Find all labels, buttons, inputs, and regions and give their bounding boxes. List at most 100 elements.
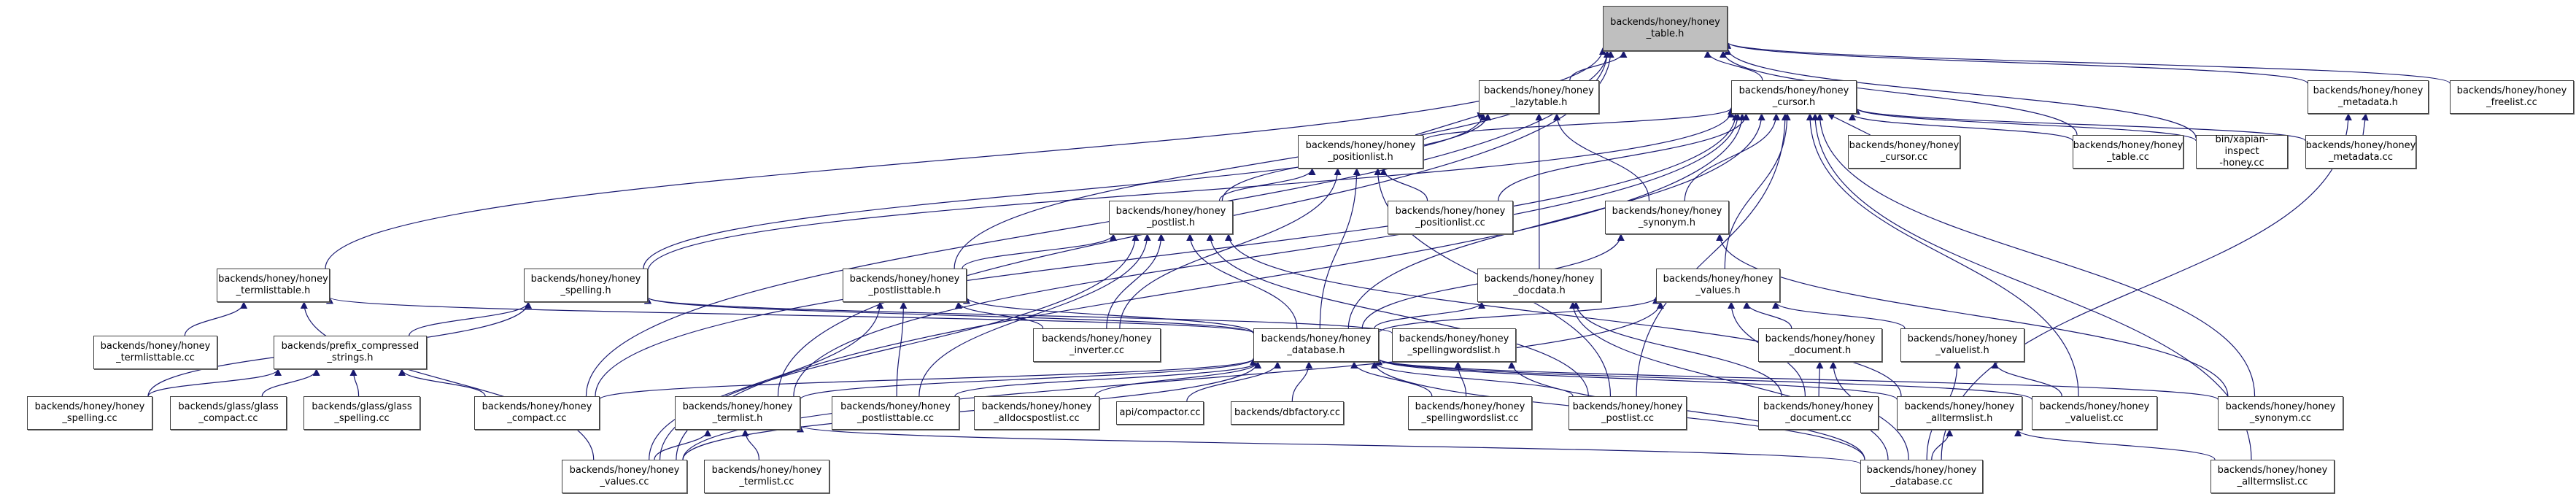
edge-postlisttable-cc-to-postlisttable-h [896, 301, 908, 397]
node-metadata-cc[interactable]: backends/honey/honey _metadata.cc [2305, 135, 2416, 169]
edge-positionlist-cc-to-positionlist-h [1380, 168, 1428, 201]
node-inverter-cc[interactable]: backends/honey/honey _inverter.cc [1033, 328, 1161, 362]
edge-document-h-to-values-h [1743, 301, 1792, 329]
edge-dbfactory-cc-to-database-h [1291, 361, 1313, 402]
edge-spelling-h-to-cursor-h [647, 110, 1735, 272]
edge-database-cc-to-alltermslist-h [1931, 429, 1954, 460]
node-alltermslist-cc[interactable]: backends/honey/honey _alltermslist.cc [2211, 460, 2335, 493]
edge-database-h-to-termlisttable-h [326, 296, 1254, 334]
edge-synonym-cc-to-database-h [1375, 358, 2219, 400]
edge-postlist-cc-to-postlist-h [1206, 234, 1589, 397]
edge-postlist-h-to-positionlist-h [1218, 168, 1316, 201]
edge-compact-cc-to-prefix-compressed [398, 368, 486, 397]
node-document-cc[interactable]: backends/honey/honey _document.cc [1758, 396, 1879, 430]
node-spelling-cc[interactable]: backends/honey/honey _spelling.cc [27, 396, 152, 430]
edge-metadata-h-to-table-h [1724, 41, 2308, 84]
edge-table-cc-to-table-h [1720, 50, 2078, 136]
edge-cursor-cc-to-cursor-h [1827, 113, 1871, 136]
node-positionlist-cc[interactable]: backends/honey/honey _positionlist.cc [1388, 201, 1513, 234]
edge-synonym-cc-to-synonym-h [1716, 234, 2229, 397]
edge-alltermslist-cc-to-cursor-h [1811, 113, 2252, 460]
edge-valuelist-cc-to-cursor-h [1806, 113, 2079, 397]
edge-postlist-cc-to-database-h [1371, 361, 1574, 397]
edge-synonym-h-to-cursor-h [1684, 113, 1780, 201]
node-database-h[interactable]: backends/honey/honey _database.h [1253, 328, 1379, 362]
edge-spelling-h-to-lazytable-h [643, 113, 1487, 269]
edge-database-h-to-spelling-h [644, 296, 1254, 334]
node-postlist-cc[interactable]: backends/honey/honey _postlist.cc [1569, 396, 1687, 430]
node-spellingwordslist-cc[interactable]: backends/honey/honey _spellingwordslist.… [1408, 396, 1532, 430]
node-dbfactory-cc[interactable]: backends/dbfactory.cc [1231, 401, 1344, 425]
edge-values-cc-to-values-h [682, 301, 1664, 460]
node-xapian-inspect[interactable]: bin/xapian-inspect -honey.cc [2196, 134, 2288, 169]
edge-alltermslist-cc-to-alltermslist-h [2014, 429, 2216, 460]
node-prefix-compressed[interactable]: backends/prefix_compressed _strings.h [274, 336, 427, 369]
edge-database-h-to-docdata-h [1374, 301, 1485, 329]
node-termlist-h[interactable]: backends/honey/honey _termlist.h [675, 396, 800, 430]
edge-values-cc-to-cursor-h [676, 113, 1747, 460]
node-synonym-h[interactable]: backends/honey/honey _synonym.h [1605, 201, 1729, 234]
edge-inverter-cc-to-positionlist-h [1119, 168, 1342, 329]
node-positionlist-h[interactable]: backends/honey/honey _positionlist.h [1298, 135, 1423, 169]
edge-xapian-inspect-to-cursor-h [1853, 107, 2197, 142]
node-cursor-cc[interactable]: backends/honey/honey _cursor.cc [1848, 135, 1960, 169]
edge-database-h-to-postlisttable-h [963, 296, 1254, 333]
edge-postlisttable-h-to-postlist-h [962, 234, 1117, 269]
node-table-cc[interactable]: backends/honey/honey _table.cc [2073, 135, 2184, 169]
node-glass-compact-cc[interactable]: backends/glass/glass _compact.cc [170, 396, 287, 430]
node-valuelist-cc[interactable]: backends/honey/honey _valuelist.cc [2032, 396, 2157, 430]
node-glass-spelling-cc[interactable]: backends/glass/glass _spelling.cc [303, 396, 420, 430]
edge-postlist-cc-to-cursor-h [1636, 113, 1789, 397]
edge-spellingwordslist-cc-to-spellingwordslist-h [1454, 361, 1467, 397]
edge-database-cc-to-termlist-h [797, 425, 1861, 465]
node-document-h[interactable]: backends/honey/honey _document.h [1758, 328, 1882, 362]
node-values-cc[interactable]: backends/honey/honey _values.cc [562, 460, 687, 493]
edge-compact-cc-to-database-h [599, 358, 1257, 400]
edge-spellingwordslist-cc-to-database-h [1350, 361, 1433, 397]
edge-database-cc-to-docdata-h [1569, 301, 1889, 460]
node-alldocspostlist-cc[interactable]: backends/honey/honey _alldocspostlist.cc [974, 396, 1099, 430]
edge-metadata-cc-to-cursor-h [1853, 107, 2306, 142]
node-database-cc[interactable]: backends/honey/honey _database.cc [1860, 460, 1983, 493]
node-freelist-cc[interactable]: backends/honey/honey _freelist.cc [2450, 80, 2574, 114]
node-postlist-h[interactable]: backends/honey/honey _postlist.h [1109, 201, 1233, 234]
node-values-h[interactable]: backends/honey/honey _values.h [1656, 269, 1780, 302]
node-lazytable-h[interactable]: backends/honey/honey _lazytable.h [1479, 80, 1599, 114]
node-postlisttable-cc[interactable]: backends/honey/honey _postlisttable.cc [832, 396, 959, 430]
edge-termlisttable-cc-to-termlisttable-h [184, 301, 248, 336]
edge-compact-cc-to-table-h [585, 50, 1611, 397]
edge-glass-spelling-cc-to-prefix-compressed [349, 368, 360, 397]
edge-document-cc-to-docdata-h [1572, 301, 1782, 397]
edge-cursor-h-to-table-h [1703, 50, 1763, 81]
edge-positionlist-h-to-cursor-h [1423, 107, 1735, 142]
edge-termlist-h-to-database-h [800, 358, 1257, 400]
node-compactor-cc[interactable]: api/compactor.cc [1116, 401, 1204, 425]
edge-inverter-cc-to-postlisttable-h [954, 301, 1044, 329]
edge-alltermslist-h-to-postlist-h [1225, 234, 1902, 397]
node-docdata-h[interactable]: backends/honey/honey _docdata.h [1477, 269, 1601, 302]
edge-valuelist-cc-to-database-h [1375, 358, 2032, 400]
edge-values-h-to-cursor-h [1724, 113, 1791, 269]
node-termlisttable-cc[interactable]: backends/honey/honey _termlisttable.cc [93, 336, 217, 369]
node-cursor-h[interactable]: backends/honey/honey _cursor.h [1731, 80, 1857, 114]
node-alltermslist-h[interactable]: backends/honey/honey _alltermslist.h [1897, 396, 2022, 430]
edge-inverter-cc-to-postlist-h [1106, 234, 1165, 329]
edge-metadata-cc-to-metadata-h [2361, 113, 2369, 136]
node-metadata-h[interactable]: backends/honey/honey _metadata.h [2308, 80, 2429, 114]
node-termlisttable-h[interactable]: backends/honey/honey _termlisttable.h [217, 269, 330, 302]
edge-values-cc-to-termlist-h [654, 429, 711, 460]
edge-glass-compact-cc-to-prefix-compressed [261, 368, 320, 397]
edge-values-cc-to-database-h [682, 361, 1261, 460]
node-synonym-cc[interactable]: backends/honey/honey _synonym.cc [2218, 396, 2343, 430]
node-spellingwordslist-h[interactable]: backends/honey/honey _spellingwordslist.… [1392, 328, 1516, 362]
node-spelling-h[interactable]: backends/honey/honey _spelling.h [524, 269, 648, 302]
node-termlist-cc[interactable]: backends/honey/honey _termlist.cc [704, 460, 829, 493]
edge-freelist-cc-to-table-h [1724, 41, 2451, 84]
edge-termlist-h-to-cursor-h [793, 113, 1742, 397]
edge-prefix-compressed-to-spelling-h [409, 301, 532, 336]
node-valuelist-h[interactable]: backends/honey/honey _valuelist.h [1900, 328, 2024, 362]
edge-termlist-cc-to-termlist-h [741, 429, 760, 460]
node-postlisttable-h[interactable]: backends/honey/honey _postlisttable.h [843, 269, 967, 302]
edge-valuelist-h-to-values-h [1772, 301, 1906, 329]
node-compact-cc[interactable]: backends/honey/honey _compact.cc [474, 396, 600, 430]
